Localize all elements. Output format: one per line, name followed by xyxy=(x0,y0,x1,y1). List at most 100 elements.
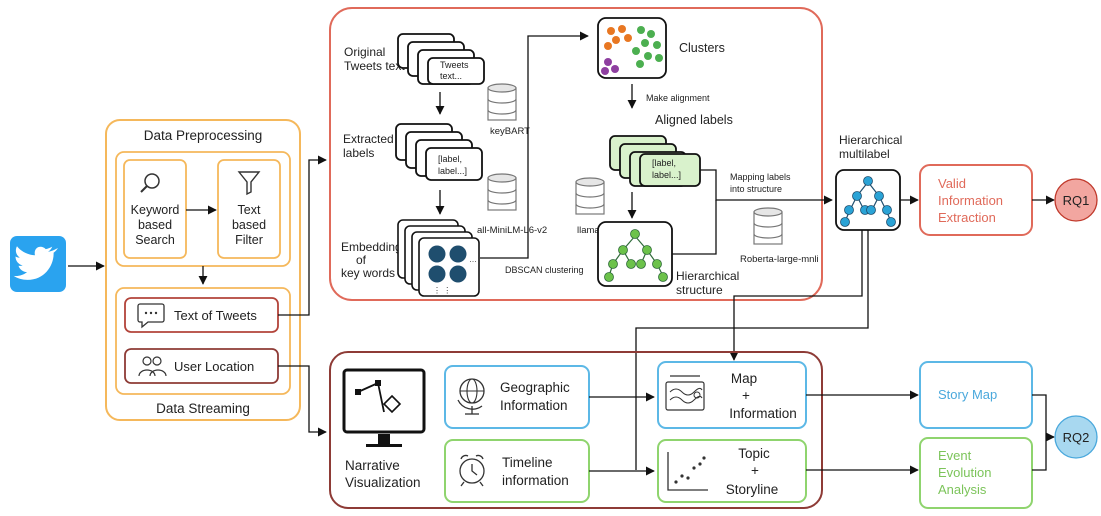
original-tweets-line-1: Original xyxy=(344,45,385,59)
text-filter-line-3: Filter xyxy=(235,233,263,247)
keyword-search-line-2: based xyxy=(138,218,172,232)
data-preprocessing-title: Data Preprocessing xyxy=(144,128,263,143)
rq1-label: RQ1 xyxy=(1063,193,1090,208)
narrative-monitor-icon xyxy=(342,368,426,447)
map-info-line-3: Information xyxy=(729,406,797,421)
aligned-label-stack xyxy=(609,135,701,187)
hierarchy-to-multilabel-line xyxy=(672,200,717,255)
event-evolution-box xyxy=(919,437,1033,509)
text-filter-line-1: Text xyxy=(238,203,261,217)
data-streaming-title: Data Streaming xyxy=(156,401,250,416)
tweets-to-labeling-arrow xyxy=(278,155,327,316)
roberta-label: Roberta-large-mnli xyxy=(740,254,819,265)
visualization-panel xyxy=(329,351,823,509)
llama-label: llama2 xyxy=(577,225,605,236)
tweet-stack xyxy=(397,33,485,85)
map-info-line-1: Map xyxy=(731,371,757,386)
narrative-line-1: Narrative xyxy=(345,458,400,473)
keyword-search-line-1: Keyword xyxy=(131,203,180,217)
user-location-label: User Location xyxy=(174,359,254,374)
event-evolution-line-2: Evolution xyxy=(938,465,991,480)
valid-extraction-line-2: Information xyxy=(938,193,1003,208)
timeline-line-2: information xyxy=(502,473,569,488)
svg-text:…: … xyxy=(469,255,477,264)
keybart-database-icon xyxy=(487,83,517,121)
original-tweets-line-2: Tweets text xyxy=(344,59,405,73)
clusters-graphic xyxy=(597,17,667,79)
topic-line-2: + xyxy=(751,463,759,478)
llama-database-icon xyxy=(575,177,605,215)
valid-extraction-line-3: Extraction xyxy=(938,210,996,225)
timeline-line-1: Timeline xyxy=(502,455,553,470)
embeddings-line-2: of xyxy=(356,253,367,267)
minilm-label: all-MiniLM-L6-v2 xyxy=(477,225,547,236)
geographic-line-2: Information xyxy=(500,398,568,413)
geographic-info-box xyxy=(444,365,590,429)
multilabel-to-map-arrow xyxy=(729,230,863,361)
map-icon xyxy=(665,375,705,411)
map-info-line-2: + xyxy=(742,388,750,403)
filter-icon xyxy=(237,171,261,196)
text-filter-box xyxy=(217,159,281,259)
story-map-label: Story Map xyxy=(938,387,997,402)
alarm-clock-icon xyxy=(459,454,485,487)
narrative-line-2: Visualization xyxy=(345,475,421,490)
location-to-visualization-arrow xyxy=(278,365,327,437)
data-streaming-inner-box xyxy=(115,287,291,395)
keyword-search-line-3: Search xyxy=(135,233,175,247)
embeddings-line-1: Embeddings xyxy=(341,240,408,254)
rq1-badge xyxy=(1054,178,1098,222)
valid-extraction-line-1: Valid xyxy=(938,176,966,191)
rq2-badge xyxy=(1054,415,1098,459)
data-preprocessing-panel xyxy=(105,119,301,421)
multilabel-to-topic-line xyxy=(635,230,869,470)
event-evolution-line-3: Analysis xyxy=(938,482,987,497)
globe-icon xyxy=(457,378,485,415)
aligned-card-line-1: [label, xyxy=(652,158,676,168)
tweet-card-line-1: Tweets xyxy=(440,60,469,70)
user-location-icon xyxy=(138,356,167,377)
extracted-labels-line-1: Extracted xyxy=(343,132,394,146)
mapping-line-1: Mapping labels xyxy=(730,172,791,182)
keybart-label: keyBART xyxy=(490,126,530,137)
topic-line-3: Storyline xyxy=(726,482,779,497)
geographic-line-1: Geographic xyxy=(500,380,570,395)
aligned-card-line-2: label...] xyxy=(652,170,681,180)
chat-bubble-icon xyxy=(137,303,165,329)
roberta-database-icon xyxy=(753,207,783,245)
search-icon xyxy=(140,173,160,193)
event-evolution-line-1: Event xyxy=(938,448,972,463)
embeddings-to-clusters-arrow xyxy=(480,31,589,259)
label-stack xyxy=(395,123,483,181)
topic-storyline-box xyxy=(657,439,807,503)
extracted-labels-line-2: labels xyxy=(343,146,374,160)
labeling-panel xyxy=(329,7,823,301)
scatter-plot-icon xyxy=(667,452,708,491)
tweet-card-line-2: text... xyxy=(440,71,462,81)
twitter-logo-icon xyxy=(10,236,66,292)
label-card-line-2: label...] xyxy=(438,166,467,176)
hierarchical-structure-line-2: structure xyxy=(676,283,723,297)
label-card-line-1: [label, xyxy=(438,154,462,164)
aligned-labels-title: Aligned labels xyxy=(655,113,733,127)
hierarchical-multilabel-line-1: Hierarchical xyxy=(839,133,902,147)
embeddings-line-3: key words xyxy=(341,266,395,280)
hierarchy-tree-graphic xyxy=(597,221,673,287)
dbscan-label: DBSCAN clustering xyxy=(505,265,584,275)
aligned-to-multilabel-arrow xyxy=(700,169,833,205)
timeline-info-box xyxy=(444,439,590,503)
text-of-tweets-label: Text of Tweets xyxy=(174,308,257,323)
hierarchical-multilabel-line-2: multilabel xyxy=(839,147,890,161)
clusters-label: Clusters xyxy=(679,41,725,55)
rq2-label: RQ2 xyxy=(1063,430,1090,445)
keyword-search-box xyxy=(123,159,187,259)
mapping-line-2: into structure xyxy=(730,184,782,194)
minilm-database-icon xyxy=(487,173,517,211)
embedding-matrix-stack: … ⋮ ⋮ xyxy=(397,219,480,297)
topic-line-1: Topic xyxy=(738,446,770,461)
multilabel-tree-graphic xyxy=(835,169,901,231)
hierarchical-structure-line-1: Hierarchical xyxy=(676,269,739,283)
outputs-bracket xyxy=(1032,394,1047,471)
